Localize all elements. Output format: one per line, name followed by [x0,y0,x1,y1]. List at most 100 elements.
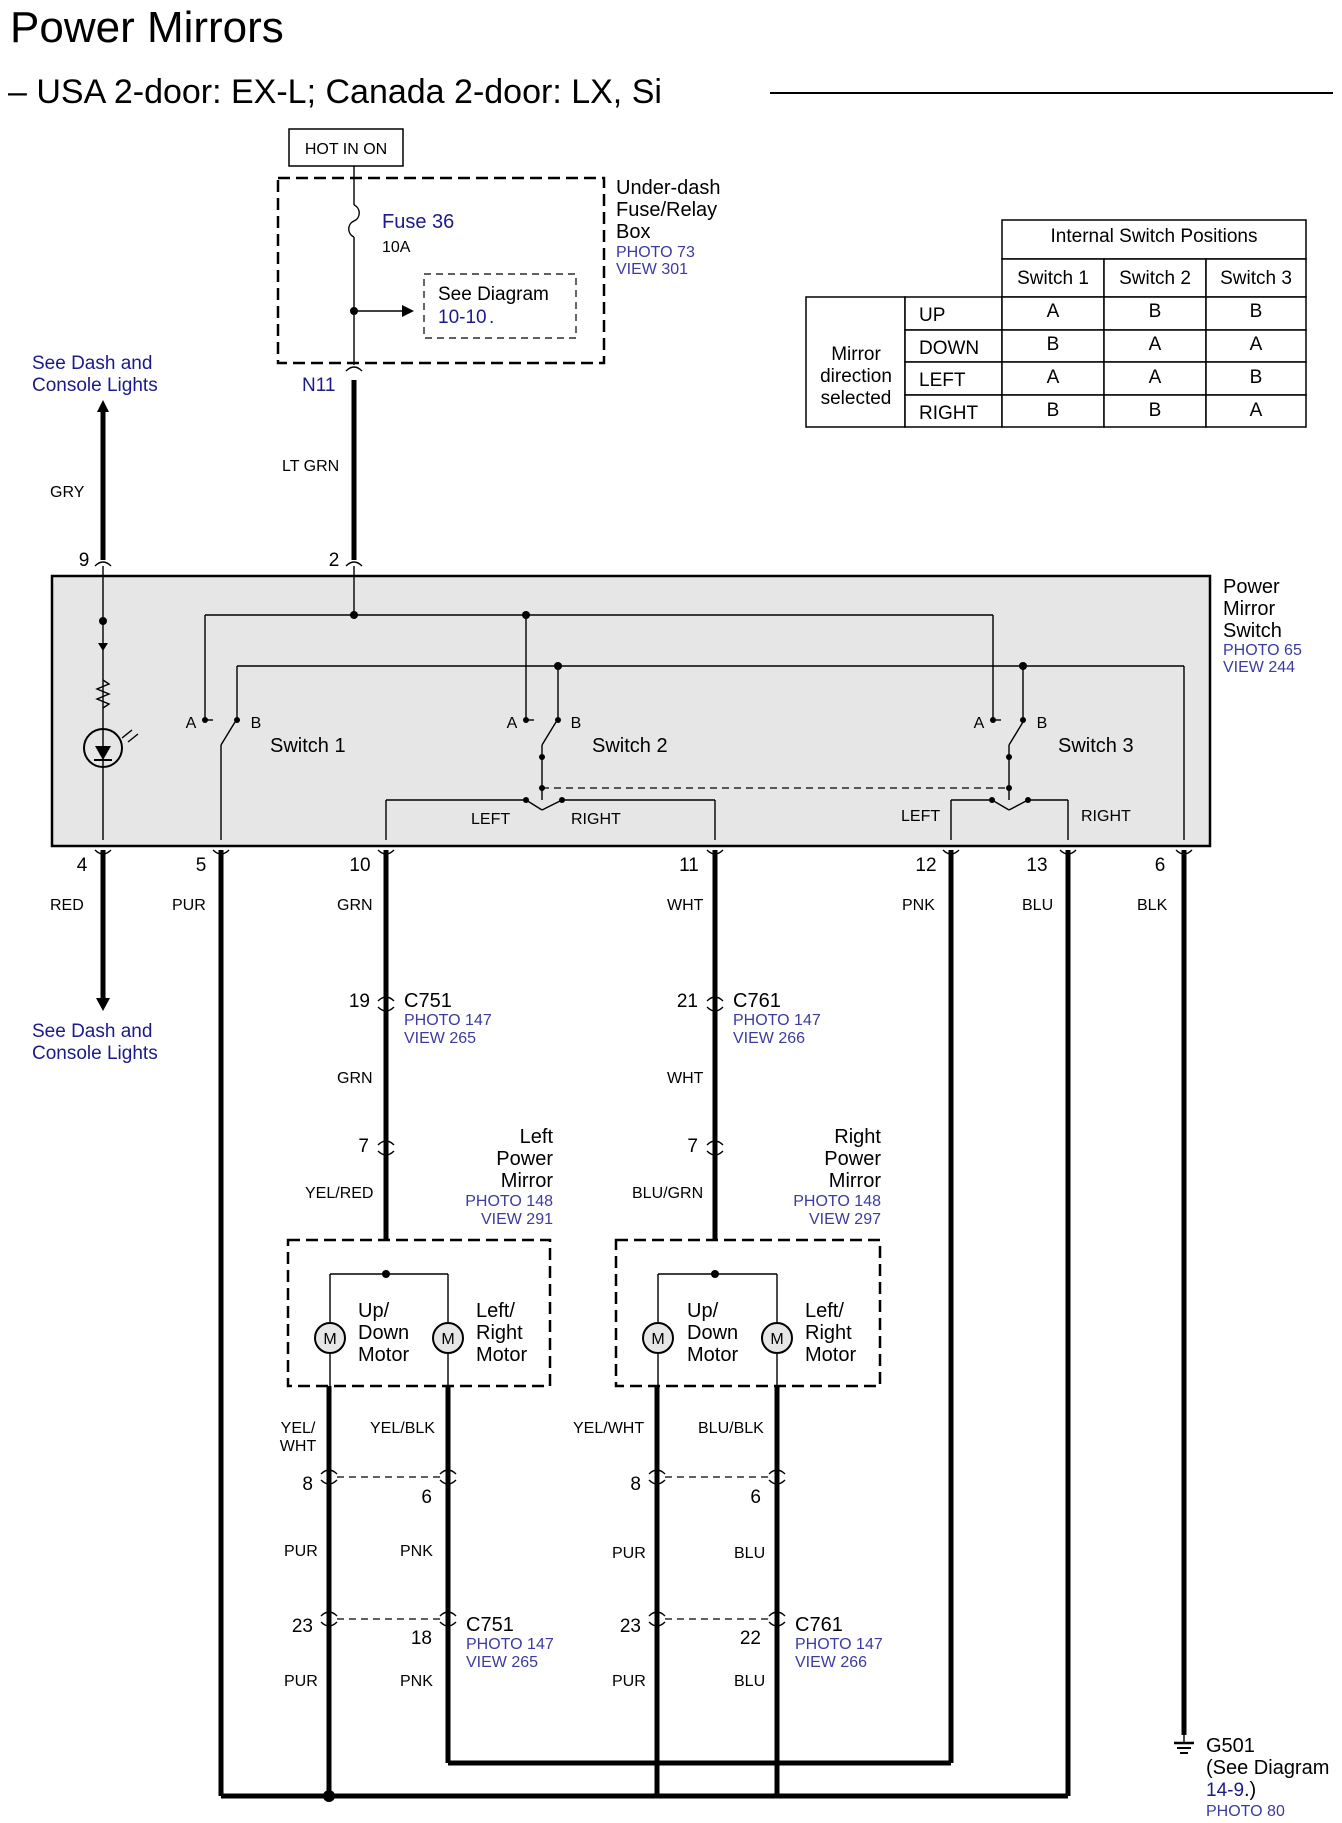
left-mirror-name-2: Power [496,1148,553,1170]
switch-view[interactable]: VIEW 244 [1223,659,1295,676]
motor-symbol: M [770,1331,783,1348]
wire-label-pur: PUR [172,897,206,914]
hot-in-on-box [288,128,404,167]
wire-label-grn: GRN [337,897,373,914]
splice-dots [99,611,1031,803]
table-cell: A [1149,334,1162,355]
pin-10: 10 [349,855,370,876]
switch-photo[interactable]: PHOTO 65 [1223,642,1302,659]
pin-5: 5 [196,855,207,876]
switch1-pos-b: B [251,715,262,732]
switch2-pos-a: A [507,715,518,732]
left-mirror-name-3: Mirror [501,1170,554,1192]
c761-upper-view[interactable]: VIEW 266 [733,1030,805,1047]
switch3-right-label: RIGHT [1081,808,1131,825]
left-updown-motor-1: Up/ [358,1300,390,1322]
page-title: Power Mirrors [10,3,284,52]
left-lr-motor-1: Left/ [476,1300,515,1322]
motor-symbol: M [323,1331,336,1348]
connector-terminals [94,366,1193,1627]
table-cell: B [1047,400,1060,421]
table-row-down: DOWN [919,338,979,359]
left-mirror-name-1: Left [520,1126,554,1148]
ground-diagram-link[interactable]: 14-9 [1206,1780,1244,1801]
fuse-box-photo[interactable]: PHOTO 73 [616,244,695,261]
switch1-pos-a: A [186,715,197,732]
switch-output-wires [100,850,1187,1796]
switch3-left-label: LEFT [901,808,940,825]
dash-lights-link-top-1[interactable]: See Dash and [32,353,152,374]
c751-lower-view[interactable]: VIEW 265 [466,1654,538,1671]
left-mirror-pin-6: 6 [421,1487,432,1508]
table-cell: B [1149,400,1162,421]
right-mirror-name-3: Mirror [829,1170,882,1192]
ground-icon [1174,1735,1194,1754]
c761-lower-view[interactable]: VIEW 266 [795,1654,867,1671]
left-mirror-box [286,1238,552,1388]
c751-upper-photo[interactable]: PHOTO 147 [404,1012,492,1029]
switch2-right-label: RIGHT [571,811,621,828]
table-cell: A [1047,367,1060,388]
ground-photo[interactable]: PHOTO 80 [1206,1803,1285,1820]
table-cell: A [1250,334,1263,355]
see-diagram-link[interactable]: 10-10 [438,307,487,328]
wire-label-grn-2: GRN [337,1070,373,1087]
svg-text:.: . [489,307,494,328]
table-row-header-1: Mirror [831,344,881,365]
dash-lights-link-bottom-2[interactable]: Console Lights [32,1043,158,1064]
fuse-label: Fuse 36 [382,211,454,233]
c761-upper-photo[interactable]: PHOTO 147 [733,1012,821,1029]
pin-11: 11 [679,855,699,876]
table-cell: A [1047,301,1060,322]
switch2-pos-b: B [571,715,582,732]
c761-pin-21: 21 [677,991,698,1012]
left-updown-motor-2: Down [358,1322,409,1344]
mirror-output-wires [221,1386,1068,1802]
left-mirror-photo[interactable]: PHOTO 148 [465,1193,553,1210]
connector-n11: N11 [302,375,335,396]
c761-lower-photo[interactable]: PHOTO 147 [795,1636,883,1653]
wire-label-pur-5: PUR [612,1673,646,1690]
wire-label-yel-red: YEL/RED [305,1185,373,1202]
c751-pin-19: 19 [349,991,370,1012]
c751-upper-name: C751 [404,990,452,1012]
fuse-rating: 10A [382,239,411,256]
c751-lower-photo[interactable]: PHOTO 147 [466,1636,554,1653]
right-mirror-internal [657,1270,778,1388]
left-mirror-pin-8: 8 [302,1474,313,1495]
c751-upper-view[interactable]: VIEW 265 [404,1030,476,1047]
right-updown-motor-1: Up/ [687,1300,719,1322]
left-mirror-pin-7: 7 [358,1136,369,1157]
fuse-symbol [348,204,360,238]
wire-label-yel-blk: YEL/BLK [370,1420,435,1437]
table-cell: B [1250,367,1263,388]
motor-symbol: M [441,1331,454,1348]
arrow-right-icon [402,305,414,317]
switch3-pos-b: B [1037,715,1048,732]
fuse-box-view[interactable]: VIEW 301 [616,261,688,278]
right-updown-motor-2: Down [687,1322,738,1344]
right-mirror-view[interactable]: VIEW 297 [809,1211,881,1228]
motor-symbol: M [651,1331,664,1348]
pin-2: 2 [329,550,340,571]
right-mirror-box [614,1238,882,1388]
switch1-label: Switch 1 [270,735,346,757]
wire-label-blu-3: BLU [734,1673,765,1690]
left-mirror-view[interactable]: VIEW 291 [481,1211,553,1228]
wire-label-red: RED [50,897,84,914]
table-cell: B [1149,301,1162,322]
wire-label-blu-blk: BLU/BLK [698,1420,764,1437]
dash-lights-link-bottom-1[interactable]: See Dash and [32,1021,152,1042]
right-mirror-pin-7: 7 [687,1136,698,1157]
pin-13: 13 [1026,855,1047,876]
switch-name-3: Switch [1223,620,1282,642]
dash-lights-link-top-2[interactable]: Console Lights [32,375,158,396]
c751-lower-pin-23: 23 [292,1616,313,1637]
right-lr-motor-2: Right [805,1322,852,1344]
page-subtitle: – USA 2-door: EX-L; Canada 2-door: LX, S… [8,73,662,111]
table-cell: A [1149,367,1162,388]
right-mirror-photo[interactable]: PHOTO 148 [793,1193,881,1210]
connector-terminal [345,561,363,567]
c751-lower-pin-18: 18 [411,1628,432,1649]
